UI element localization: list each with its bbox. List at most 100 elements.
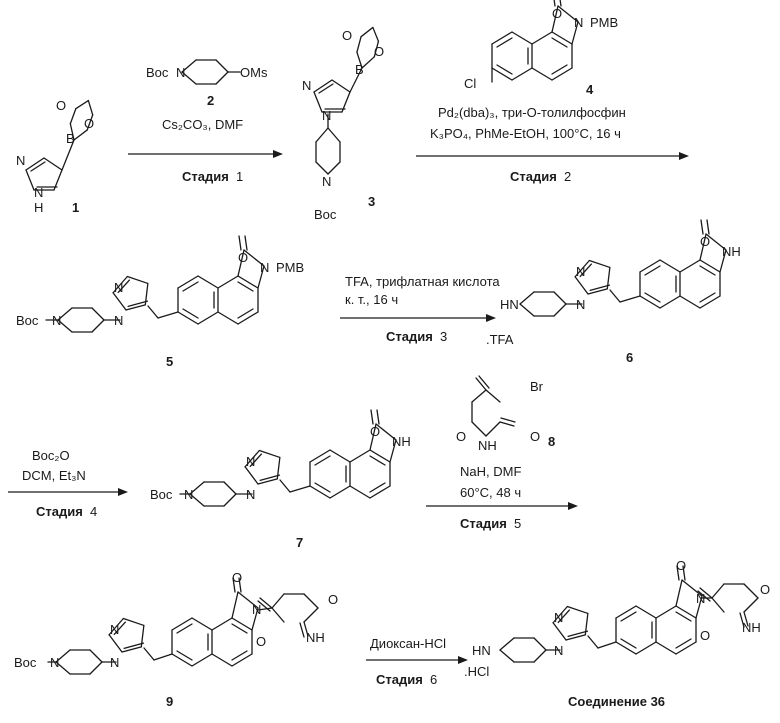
reaction-arrow [366, 656, 468, 664]
reaction-arrow [8, 488, 128, 496]
oms-label: OMs [240, 65, 268, 80]
atom-label: N [16, 153, 25, 168]
atom-label: O [552, 6, 562, 21]
compound-9-structure [48, 578, 318, 674]
step2-reagent: Pd₂(dba)₃, три-О-толилфосфин [438, 105, 626, 120]
atom-label: O [56, 98, 66, 113]
atom-label: N [114, 313, 123, 328]
atom-label: N [252, 602, 261, 617]
atom-label: O [238, 250, 248, 265]
atom-label: O [700, 628, 710, 643]
step3-reagent: к. т., 16 ч [345, 292, 398, 307]
compound-number: 8 [548, 434, 555, 449]
atom-label: O [84, 116, 94, 131]
compound-number: 3 [368, 194, 375, 209]
stage-number: 4 [90, 504, 97, 519]
atom-label: N [322, 108, 331, 123]
atom-label: O [256, 634, 266, 649]
atom-label: N [260, 260, 269, 275]
atom-label: NH [478, 438, 497, 453]
atom-label: N [574, 15, 583, 30]
step4-reagent: Boc₂O [32, 448, 70, 463]
atom-label: N [246, 487, 255, 502]
atom-label: O [370, 424, 380, 439]
step5-reagent: NaH, DMF [460, 464, 521, 479]
stage-label: Стадия [36, 504, 83, 519]
step1-reagent: Cs₂CO₃, DMF [162, 117, 243, 132]
reaction-arrow [128, 150, 283, 158]
atom-label: N [302, 78, 311, 93]
atom-label: N [110, 655, 119, 670]
compound-7-structure [180, 410, 396, 506]
atom-label: N [554, 643, 563, 658]
cl-label: Cl [464, 76, 476, 91]
salt-label: .HCl [464, 664, 489, 679]
stage-number: 5 [514, 516, 521, 531]
step5-reagent: 60°C, 48 ч [460, 485, 521, 500]
atom-label: O [342, 28, 352, 43]
boc-label: Boc [314, 207, 337, 222]
atom-label: B [355, 62, 364, 77]
atom-label: N [322, 174, 331, 189]
compound-3-structure [314, 25, 382, 174]
compound-number: 9 [166, 694, 173, 709]
boc-label: Boc [16, 313, 39, 328]
atom-label: N [176, 65, 185, 80]
stage-label: Стадия [460, 516, 507, 531]
compound-6-structure [520, 220, 726, 316]
stage-label: Стадия [510, 169, 557, 184]
atom-label: NH [742, 620, 761, 635]
atom-label: N [114, 280, 123, 295]
reaction-arrow [340, 314, 496, 322]
atom-label: O [456, 429, 466, 444]
atom-label: HN [472, 643, 491, 658]
reaction-arrow [416, 152, 689, 160]
atom-label: O [760, 582, 770, 597]
stage-number: 6 [430, 672, 437, 687]
br-label: Br [530, 379, 544, 394]
step4-reagent: DCM, Et₃N [22, 468, 86, 483]
reaction-arrow [426, 502, 578, 510]
compound-number: 4 [586, 82, 594, 97]
stage-label: Стадия [182, 169, 229, 184]
compound-5-structure [46, 236, 264, 332]
stage-number: 1 [236, 169, 243, 184]
atom-label: H [34, 200, 43, 215]
atom-label: N [52, 313, 61, 328]
stage-label: Стадия [386, 329, 433, 344]
compound-number: Соединение 36 [568, 694, 665, 709]
atom-label: N [50, 655, 59, 670]
atom-label: NH [392, 434, 411, 449]
compound-36-structure [500, 566, 758, 662]
atom-label: O [328, 592, 338, 607]
boc-label: Boc [14, 655, 37, 670]
atom-label: N [554, 610, 563, 625]
boc-label: Boc [150, 487, 173, 502]
pmb-label: PMB [276, 260, 304, 275]
compound-number: 6 [626, 350, 633, 365]
atom-label: NH [722, 244, 741, 259]
step2-reagent: K₃PO₄, PhMe-EtOH, 100°C, 16 ч [430, 126, 621, 141]
stage-label: Стадия [376, 672, 423, 687]
compound-2-structure [182, 60, 240, 84]
pmb-label: PMB [590, 15, 618, 30]
compound-number: 5 [166, 354, 173, 369]
atom-label: O [232, 570, 242, 585]
atom-label: O [676, 558, 686, 573]
atom-label: N [696, 591, 705, 606]
compound-4-structure [492, 0, 578, 82]
compound-number: 7 [296, 535, 303, 550]
atom-label: N [184, 487, 193, 502]
atom-label: N [110, 622, 119, 637]
atom-label: N [576, 264, 585, 279]
atom-label: O [374, 44, 384, 59]
atom-label: N [246, 454, 255, 469]
boc-label: Boc [146, 65, 169, 80]
compound-number: 2 [207, 93, 214, 108]
stage-number: 2 [564, 169, 571, 184]
atom-label: O [700, 234, 710, 249]
compound-number: 1 [72, 200, 79, 215]
atom-label: N [576, 297, 585, 312]
atom-label: N [34, 185, 43, 200]
